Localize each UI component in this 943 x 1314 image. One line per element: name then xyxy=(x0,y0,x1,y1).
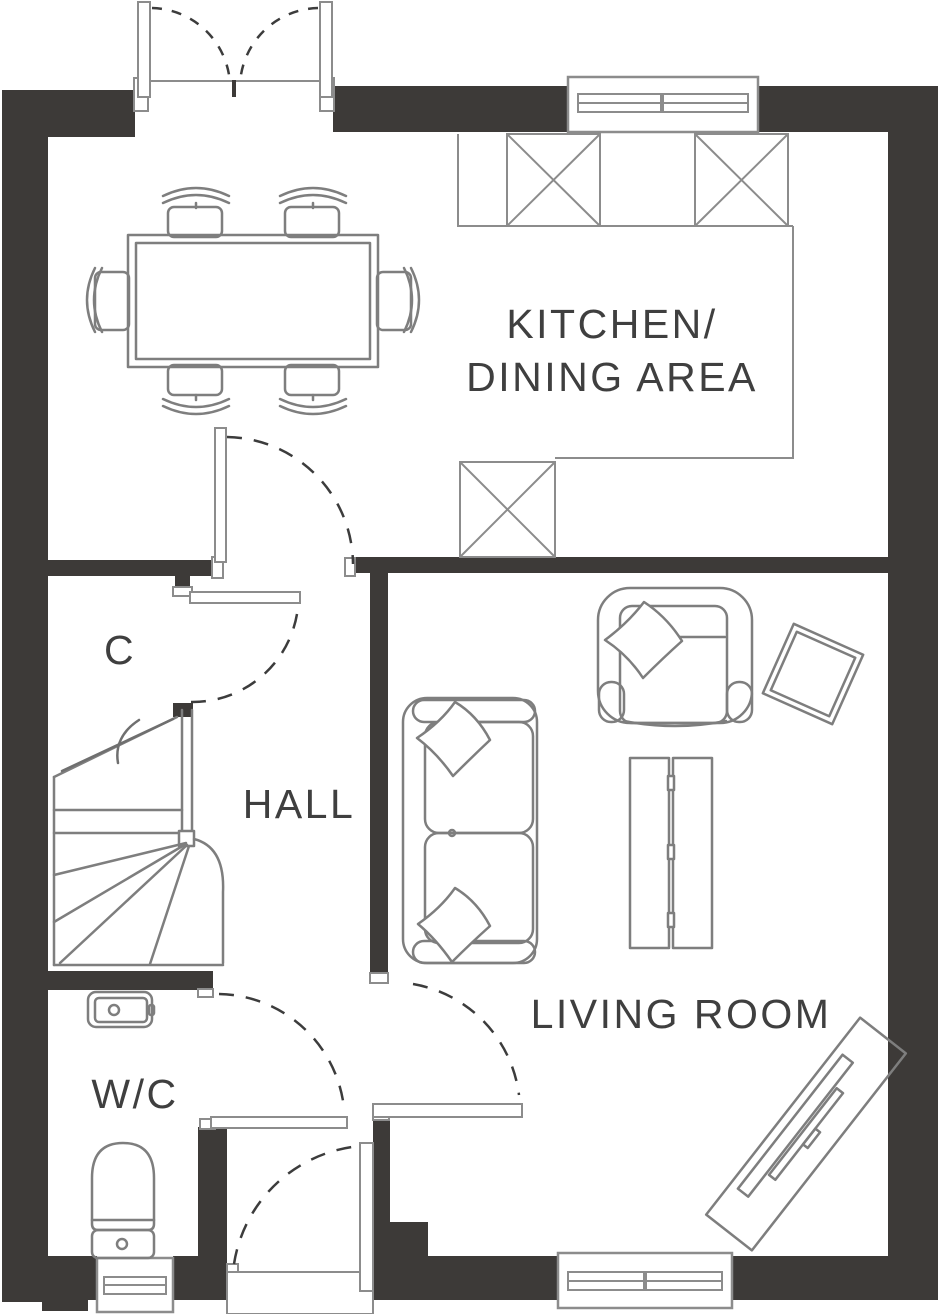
wall-top-left xyxy=(2,90,135,137)
label-living-room: LIVING ROOM xyxy=(531,991,832,1037)
jamb xyxy=(197,988,214,998)
wall-bottom-c xyxy=(373,1256,558,1300)
wall-bottom-d xyxy=(732,1256,938,1300)
doors xyxy=(137,1,523,1314)
door-leaf xyxy=(210,1116,348,1129)
label-kitchen-line1: KITCHEN/ xyxy=(506,301,717,347)
stair-winder xyxy=(148,844,191,966)
window-kitchen-top xyxy=(566,75,760,134)
wall-right xyxy=(888,86,938,1300)
wc-basin xyxy=(86,990,156,1029)
coffee-table-hinge xyxy=(666,843,676,861)
door-swing-arc xyxy=(190,613,299,704)
door-wc xyxy=(210,992,348,1129)
tv-unit xyxy=(704,1016,908,1252)
staircase xyxy=(52,708,225,967)
dining-table-top xyxy=(134,241,372,361)
sofa xyxy=(401,696,539,965)
door-swing-arc xyxy=(151,6,232,85)
label-wc: W/C xyxy=(91,1071,178,1117)
dining-chair xyxy=(375,266,421,334)
wall-bottom-tab xyxy=(42,1300,88,1311)
wc-toilet xyxy=(90,1141,156,1260)
sofa-cushion xyxy=(416,886,492,964)
dining-table xyxy=(126,233,380,369)
jamb xyxy=(369,972,389,984)
armchair xyxy=(596,586,754,728)
french-doors-top xyxy=(137,1,333,98)
wall-bottom-b xyxy=(173,1256,227,1300)
door-leaf xyxy=(137,1,151,98)
door-leaf xyxy=(214,427,227,563)
interior-walls xyxy=(48,557,888,1258)
wall-kitchen-living xyxy=(349,557,888,573)
label-kitchen-line2: DINING AREA xyxy=(466,354,758,400)
jamb xyxy=(344,557,356,577)
door-leaf xyxy=(189,591,301,604)
side-table xyxy=(761,622,865,726)
wall-entrance-right xyxy=(373,1120,390,1256)
stair-winder xyxy=(58,843,189,965)
appliance-box xyxy=(459,461,556,558)
windows xyxy=(95,75,760,1314)
front-door xyxy=(226,1142,374,1314)
door-threshold xyxy=(226,1271,374,1314)
coffee-table-hinge xyxy=(666,911,676,929)
door-leaf xyxy=(372,1103,523,1118)
wall-bottom-a xyxy=(2,1256,97,1300)
stair-winder xyxy=(52,842,188,924)
wall-wc-right xyxy=(198,1127,227,1258)
wall-top-middle xyxy=(333,86,568,132)
door-swing-arc xyxy=(412,982,521,1096)
appliance-box xyxy=(506,133,601,227)
wall-left xyxy=(2,90,48,1302)
kitchen-units xyxy=(457,133,794,558)
dining-chair xyxy=(278,186,348,239)
armchair-cushion xyxy=(603,600,684,680)
room-labels: KITCHEN/ DINING AREA C HALL W/C LIVING R… xyxy=(91,301,832,1117)
coffee-table xyxy=(628,756,714,950)
stair-winder xyxy=(52,841,188,877)
dining-chair xyxy=(161,186,231,239)
sofa-cushion xyxy=(415,700,492,778)
door-swing-arc xyxy=(238,6,319,85)
appliance-box xyxy=(694,133,789,227)
dining-chair xyxy=(161,363,231,416)
stair-curve xyxy=(192,837,225,965)
label-hall: HALL xyxy=(243,781,356,827)
door-swing-arc xyxy=(226,435,355,565)
coffee-table-hinge xyxy=(666,774,676,792)
wall-closet-top xyxy=(48,560,213,576)
exterior-walls xyxy=(2,86,938,1311)
label-closet: C xyxy=(104,627,136,673)
dining-chair xyxy=(85,266,131,334)
stair-up-arrow xyxy=(60,717,175,773)
door-closet xyxy=(189,591,301,704)
dining-table-set xyxy=(85,186,421,416)
counter-outline xyxy=(457,134,794,459)
window-living-bottom xyxy=(556,1251,734,1310)
door-leaf xyxy=(319,1,333,98)
door-swing-arc xyxy=(218,992,346,1109)
door-swing-arc xyxy=(232,1145,353,1265)
window-wc-bottom xyxy=(95,1256,175,1314)
door-kitchen-hall xyxy=(214,427,355,565)
door-living-room xyxy=(372,982,523,1118)
wall-below-stairs xyxy=(48,971,213,990)
door-leaf xyxy=(359,1142,374,1292)
wall-hall-living xyxy=(370,557,388,974)
dining-chair xyxy=(278,363,348,416)
